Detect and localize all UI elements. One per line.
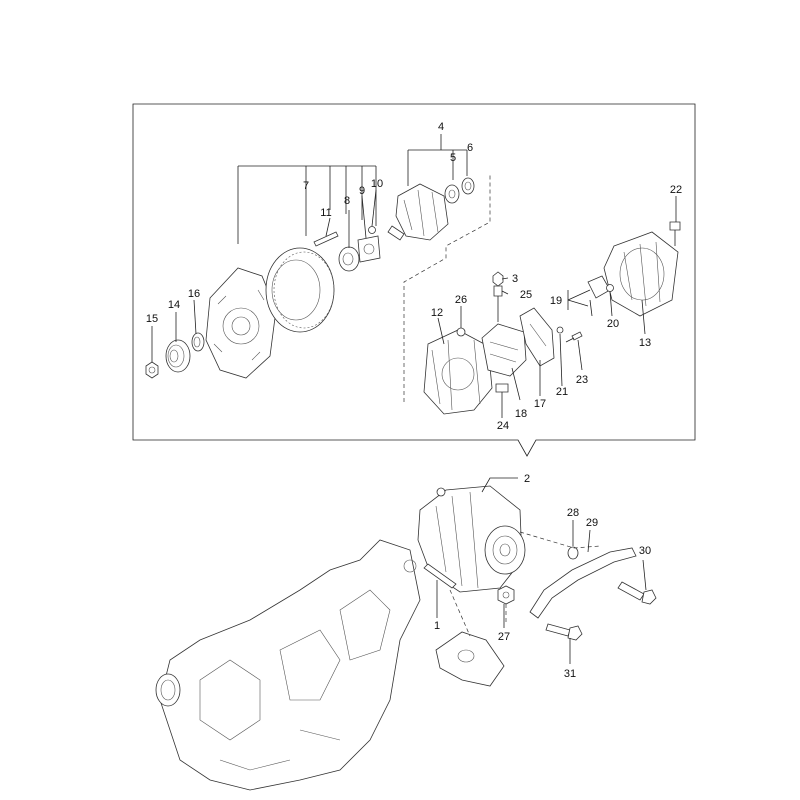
callout-11: 11 bbox=[320, 207, 331, 219]
brush-screw-part bbox=[606, 284, 614, 292]
callout-31: 31 bbox=[564, 668, 576, 680]
rear-housing-part bbox=[423, 329, 493, 415]
callout-24: 24 bbox=[497, 420, 509, 432]
spacer-part bbox=[567, 546, 579, 560]
mounting-bracket-part bbox=[435, 631, 505, 687]
cover-bolt-part bbox=[669, 221, 681, 246]
callout-1: 1 bbox=[434, 620, 440, 632]
callout-8: 8 bbox=[344, 195, 350, 207]
callout-21: 21 bbox=[556, 386, 568, 398]
callout-19: 19 bbox=[550, 295, 562, 307]
callout-10: 10 bbox=[371, 178, 383, 190]
callout-7: 7 bbox=[303, 180, 309, 192]
callout-16: 16 bbox=[188, 288, 200, 300]
callout-22: 22 bbox=[670, 184, 682, 196]
callout-17: 17 bbox=[534, 398, 546, 410]
detail-frame bbox=[132, 103, 696, 457]
screw-part bbox=[368, 226, 376, 234]
pulley-nut-part bbox=[145, 361, 159, 379]
callout-5: 5 bbox=[450, 152, 456, 164]
retainer-plate-part bbox=[357, 235, 381, 263]
regulator-screw-part bbox=[556, 326, 583, 343]
stator-part bbox=[265, 247, 335, 333]
callout-labels: 4 5 6 7 10 9 8 11 22 3 25 19 16 14 26 12… bbox=[146, 121, 682, 680]
housing-nut-part bbox=[456, 327, 466, 337]
callout-6: 6 bbox=[467, 142, 473, 154]
mounting-nut-part bbox=[497, 585, 515, 605]
stud-part bbox=[313, 231, 339, 247]
rectifier-part bbox=[481, 323, 527, 377]
terminal-nut-part bbox=[492, 271, 504, 287]
alternator-assembly-part bbox=[417, 485, 526, 593]
callout-18: 18 bbox=[515, 408, 527, 420]
housing-bolt-part bbox=[495, 383, 509, 408]
callout-25: 25 bbox=[520, 289, 532, 301]
brush-holder-part bbox=[587, 275, 611, 317]
washer-part bbox=[461, 177, 475, 195]
callout-3: 3 bbox=[512, 273, 518, 285]
installation-guide bbox=[449, 531, 601, 637]
engine-block-part bbox=[155, 539, 421, 791]
callout-15: 15 bbox=[146, 313, 158, 325]
regulator-part bbox=[519, 307, 555, 367]
strap-lower-bolt-part bbox=[545, 623, 583, 641]
terminal-insulator-part bbox=[493, 285, 503, 322]
callout-27: 27 bbox=[498, 631, 510, 643]
callout-30: 30 bbox=[639, 545, 651, 557]
assembly-guide bbox=[403, 174, 491, 402]
callout-26: 26 bbox=[455, 294, 467, 306]
front-housing-part bbox=[205, 267, 277, 379]
callout-4: 4 bbox=[438, 121, 444, 133]
bearing-part bbox=[338, 246, 360, 272]
pulley-part bbox=[165, 339, 191, 373]
rear-cover-part bbox=[603, 231, 679, 317]
callout-13: 13 bbox=[639, 337, 651, 349]
collar-part bbox=[191, 332, 205, 352]
callout-9: 9 bbox=[359, 185, 365, 197]
rotor-part bbox=[387, 183, 449, 241]
callout-14: 14 bbox=[168, 299, 180, 311]
callout-20: 20 bbox=[607, 318, 619, 330]
callout-2: 2 bbox=[524, 473, 530, 485]
callout-29: 29 bbox=[586, 517, 598, 529]
rear-bearing-part bbox=[444, 184, 460, 204]
strap-bolt-part bbox=[617, 581, 657, 605]
adjusting-strap-part bbox=[529, 547, 637, 619]
mounting-bolt-part bbox=[423, 563, 457, 589]
callout-23: 23 bbox=[576, 374, 588, 386]
callout-28: 28 bbox=[567, 507, 579, 519]
callout-12: 12 bbox=[431, 307, 443, 319]
leader-lines bbox=[151, 134, 677, 664]
